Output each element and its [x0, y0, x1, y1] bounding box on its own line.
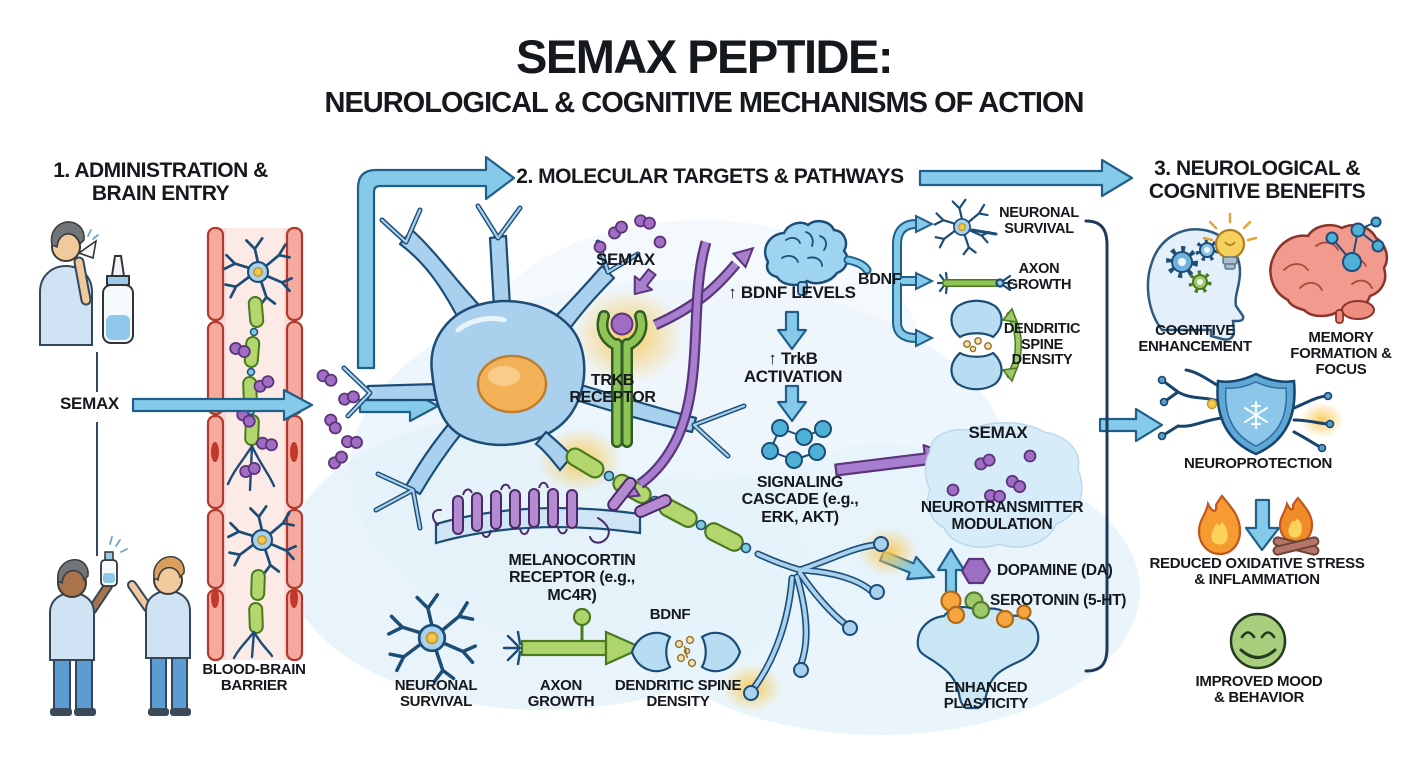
branch-dendritic-spine-label: DENDRITIC SPINE DENSITY: [1003, 321, 1081, 369]
branch-axon-growth-label: AXON GROWTH: [1006, 261, 1072, 293]
semax-entry-label: SEMAX: [60, 394, 119, 413]
lightbulb-icon: [1202, 212, 1258, 270]
logs-icon: [1272, 536, 1320, 556]
trkb-receptor-label: TRKB RECEPTOR: [569, 372, 656, 407]
neurotransmitter-modulation-icon: [924, 422, 1083, 548]
section1-heading: 1. ADMINISTRATION & BRAIN ENTRY: [53, 159, 268, 205]
benefit-cognitive-label: COGNITIVE ENHANCEMENT: [1138, 322, 1252, 356]
bracket-to-benefits-arrow: [1098, 407, 1164, 443]
page-subtitle: NEUROLOGICAL & COGNITIVE MECHANISMS OF A…: [324, 87, 1085, 119]
section2-heading: 2. MOLECULAR TARGETS & PATHWAYS: [516, 165, 904, 188]
head-gears-lightbulb-icon: [1146, 212, 1258, 341]
neurotransmitter-modulation-label: NEUROTRANSMITTER MODULATION: [920, 499, 1084, 533]
benefit-memory-label: MEMORY FORMATION & FOCUS: [1290, 329, 1392, 379]
melanocortin-receptor-icon: [432, 474, 674, 545]
bdnf-branch-connectors: [843, 214, 935, 348]
people-demo-icon: [49, 536, 191, 716]
enhanced-plasticity-label: ENHANCED PLASTICITY: [943, 679, 1029, 713]
smiley-face-icon: [1229, 612, 1287, 670]
trkb-to-cascade-arrow: [776, 384, 808, 423]
brain-molecule-icon: [1269, 216, 1388, 324]
flames-down-arrow-icon: [1197, 494, 1320, 556]
bottom-axon-growth-icon: [502, 607, 645, 666]
benefit-neuroprotection-label: NEUROPROTECTION: [1183, 455, 1332, 472]
nasal-spray-user-icon: [39, 221, 99, 346]
receptor-to-brain-arrow: [731, 246, 755, 269]
bottom-dendritic-spine-icon: [630, 631, 742, 673]
bdnf-to-trkb-arrow: [776, 310, 808, 351]
trkb-activation-label: ↑ TrkB ACTIVATION: [743, 349, 843, 387]
branch-neuronal-survival-label: NEURONAL SURVIVAL: [999, 205, 1079, 237]
semax-ligand-label: SEMAX: [596, 250, 655, 269]
semax-entry-arrow: [131, 388, 314, 422]
shield-neuron-icon: [1157, 368, 1344, 456]
branch-dendritic-spine-icon: [950, 299, 1022, 391]
bottom-dendritic-spine-label: DENDRITIC SPINE DENSITY: [614, 677, 742, 711]
blood-brain-barrier-label: BLOOD-BRAIN BARRIER: [202, 661, 306, 695]
section1-to-section2-arrow: [356, 155, 516, 370]
brain-icon: [763, 219, 849, 296]
semax-modulation-label: SEMAX: [968, 423, 1028, 442]
section2-to-section3-arrow: [918, 158, 1134, 198]
stress-down-arrow: [1244, 498, 1281, 552]
bottom-bdnf-label: BDNF: [649, 606, 691, 623]
bottom-axon-growth-label: AXON GROWTH: [527, 677, 595, 711]
signaling-cascade-icon: [761, 419, 832, 469]
dopamine-label: DOPAMINE (DA): [997, 562, 1113, 579]
benefit-mood-label: IMPROVED MOOD & BEHAVIOR: [1195, 673, 1323, 707]
trkb-receptor-icon: [596, 310, 648, 448]
bottom-neuronal-survival-label: NEURONAL SURVIVAL: [394, 677, 478, 711]
purple-arrows: [617, 240, 955, 499]
molecule-icon: [1325, 216, 1385, 272]
gear-icon: [1166, 238, 1219, 294]
page-title: SEMAX PEPTIDE:: [516, 30, 893, 83]
flow-arrows: [131, 155, 1281, 600]
blood-vessel-icon: [206, 226, 304, 662]
section3-heading: 3. NEUROLOGICAL & COGNITIVE BENEFITS: [1148, 157, 1366, 203]
nasal-spray-icon: [102, 255, 134, 344]
bdnf-hub-label: BDNF: [858, 271, 902, 288]
branch-axon-growth-icon: [936, 271, 1014, 295]
benefit-reduced-stress-label: REDUCED OXIDATIVE STRESS & INFLAMMATION: [1149, 555, 1365, 589]
branch-neuronal-survival-icon: [933, 198, 998, 256]
dopamine-icon: [960, 557, 992, 585]
benefits-bracket: [1084, 219, 1109, 673]
signaling-cascade-label: SIGNALING CASCADE (e.g., ERK, AKT): [741, 474, 859, 526]
serotonin-label: SEROTONIN (5-HT): [990, 592, 1127, 609]
bdnf-levels-label: ↑ BDNF LEVELS: [728, 283, 856, 302]
semax-to-receptor-arrow: [633, 268, 657, 296]
enhanced-plasticity-icon: [916, 600, 1040, 710]
melanocortin-receptor-label: MELANOCORTIN RECEPTOR (e.g., MC4R): [508, 552, 636, 604]
